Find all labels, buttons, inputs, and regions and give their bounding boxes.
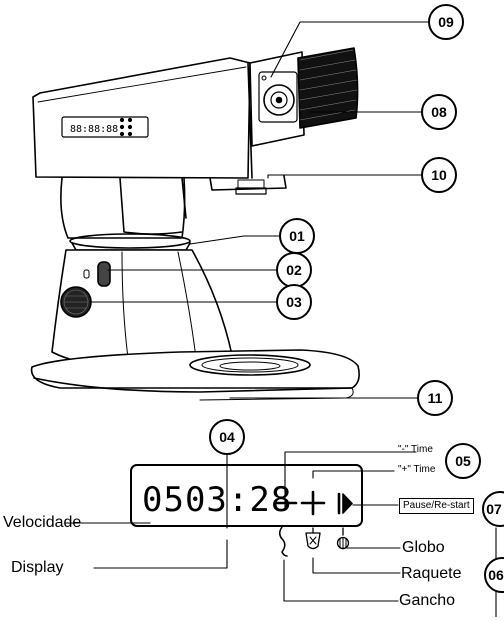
label-raquete: Raquete	[401, 565, 462, 582]
callout-08: 08	[421, 94, 457, 130]
label-minus-time: "-" Time	[398, 444, 433, 455]
label-gancho: Gancho	[399, 592, 456, 609]
hook-icon	[279, 526, 288, 557]
callout-01: 01	[279, 218, 315, 254]
panel-display-digits: 0503:28	[142, 480, 292, 520]
svg-text:01: 01	[289, 228, 305, 244]
label-pause-restart: Pause/Re-start	[399, 498, 474, 514]
svg-text:04: 04	[219, 429, 235, 445]
label-display: Display	[11, 559, 64, 576]
speed-knob	[297, 47, 359, 129]
mixer-head: 88:88:88	[32, 47, 359, 195]
label-globo: Globo	[402, 539, 445, 556]
label-velocidade: Velocidade	[3, 514, 82, 531]
svg-text:02: 02	[286, 262, 302, 278]
callout-09: 09	[428, 4, 464, 40]
callout-05: 05	[445, 443, 481, 479]
leader-lines-top	[89, 21, 430, 399]
lock-ring	[69, 233, 191, 251]
label-plus-time: "+" Time	[398, 464, 436, 475]
svg-text:06: 06	[488, 567, 504, 583]
control-panel	[130, 464, 363, 557]
callout-04: 04	[209, 419, 245, 455]
play-pause-key	[342, 493, 353, 514]
svg-text:09: 09	[438, 14, 454, 30]
svg-text:03: 03	[286, 294, 302, 310]
mixer-column	[60, 177, 187, 239]
callout-02: 02	[276, 252, 312, 288]
svg-text:10: 10	[431, 167, 447, 183]
svg-text:08: 08	[431, 104, 447, 120]
callout-07: 07	[482, 491, 504, 527]
callout-10: 10	[421, 157, 457, 193]
speed-slider	[97, 261, 111, 287]
head-display-digits: 88:88:88	[70, 124, 118, 135]
svg-text:05: 05	[455, 453, 471, 469]
svg-text:11: 11	[428, 390, 443, 406]
callout-06: 06	[484, 557, 504, 593]
callout-03: 03	[276, 284, 312, 320]
beater-icon	[305, 532, 321, 550]
mixer-foot	[30, 349, 360, 401]
callout-11: 11	[417, 380, 453, 416]
svg-text:07: 07	[486, 501, 502, 517]
leader-lines-panel	[65, 445, 497, 618]
plus-key	[300, 490, 326, 516]
rotary-knob-ring	[263, 84, 295, 116]
mixer-base	[51, 249, 233, 371]
